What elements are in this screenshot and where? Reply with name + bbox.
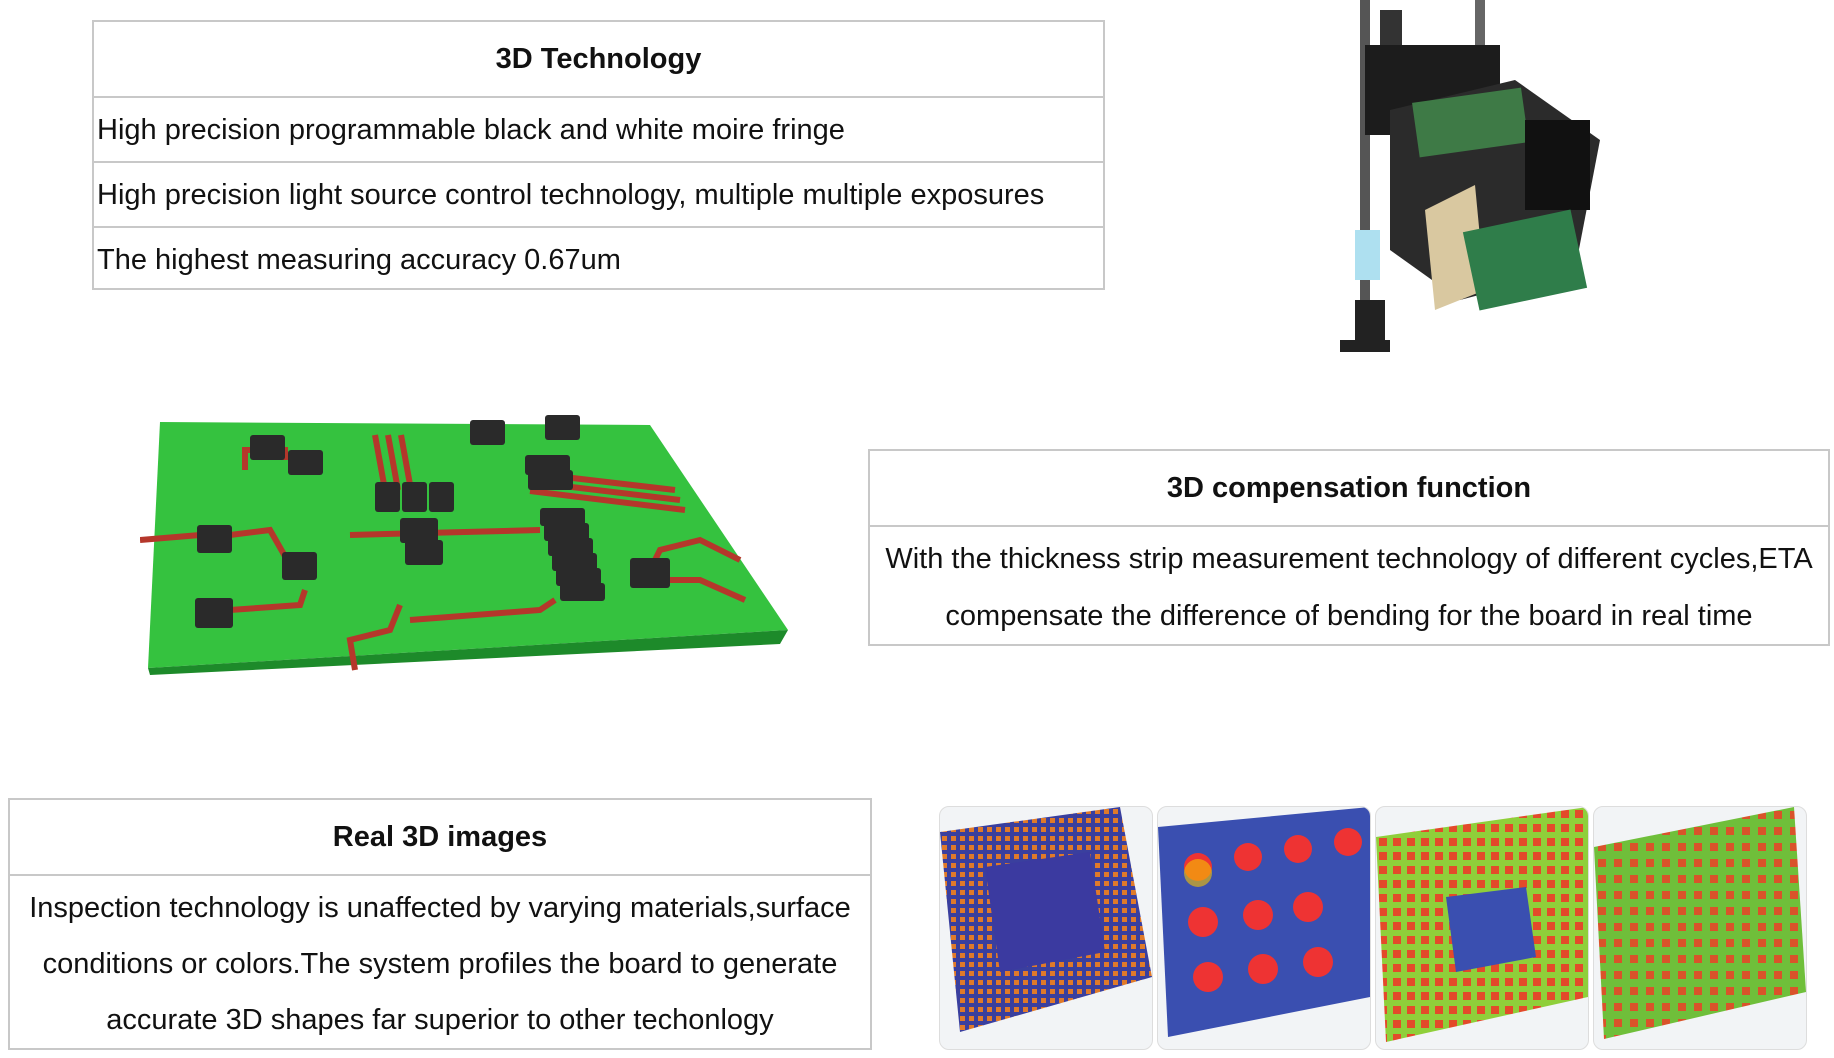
compensation-text: With the thickness strip measurement tec…	[870, 525, 1828, 645]
tech-title: 3D Technology	[495, 43, 702, 75]
tech-row: High precision light source control tech…	[94, 161, 1103, 226]
compensation-table: 3D compensation function With the thickn…	[868, 449, 1830, 646]
tech-row: The highest measuring accuracy 0.67um	[94, 226, 1103, 291]
scan-thumbnail-components	[1375, 806, 1589, 1050]
real3d-line: Inspection technology is unaffected by v…	[29, 892, 851, 924]
compensation-line: compensate the difference of bending for…	[945, 600, 1753, 632]
real3d-line: conditions or colors.The system profiles…	[42, 948, 838, 980]
real3d-line: accurate 3D shapes far superior to other…	[106, 1004, 774, 1036]
real3d-title: Real 3D images	[332, 821, 548, 853]
real3d-text: Inspection technology is unaffected by v…	[10, 874, 870, 1048]
pcb-board-image	[140, 415, 788, 675]
tech-table: 3D Technology High precision programmabl…	[92, 20, 1105, 290]
camera-head-image	[1340, 0, 1600, 352]
scan-thumbnail-bumps	[1157, 806, 1371, 1050]
compensation-line: With the thickness strip measurement tec…	[885, 543, 1813, 575]
tech-row: High precision programmable black and wh…	[94, 96, 1103, 161]
scan-thumbnail-pads	[1593, 806, 1807, 1050]
compensation-title: 3D compensation function	[1166, 472, 1532, 504]
scan-thumbnail-bga	[939, 806, 1153, 1050]
real3d-table: Real 3D images Inspection technology is …	[8, 798, 872, 1050]
